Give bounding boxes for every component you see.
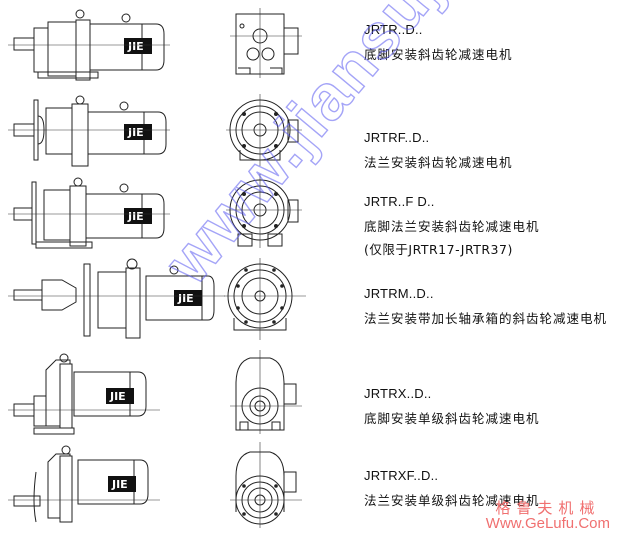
model-description: 法兰安装带加长轴承箱的斜齿轮减速电机: [364, 311, 608, 326]
label-block: JRTRX..D.. 底脚安装单级斜齿轮减速电机: [364, 386, 540, 427]
model-description: 底脚法兰安装斜齿轮减速电机: [364, 219, 540, 234]
end-view-drawing-flange-mount: [226, 94, 302, 166]
end-view-drawing-extended-bearing: [224, 258, 306, 340]
motor-brand-label: JIE: [127, 126, 144, 139]
label-block: JRTRF..D.. 法兰安装斜齿轮减速电机: [364, 130, 513, 171]
brand-url: Www.GeLufu.Com: [485, 515, 610, 532]
side-view-drawing-foot-flange-mount: JIE: [8, 177, 170, 249]
side-view-drawing-single-stage-flange: JIE: [8, 445, 160, 523]
end-view-drawing-foot-mount: [230, 8, 302, 78]
model-code: JRTRF..D..: [364, 130, 430, 145]
model-code: JRTRX..D..: [364, 386, 432, 401]
motor-brand-label: JIE: [127, 40, 144, 53]
motor-brand-label: JIE: [127, 210, 144, 223]
side-view-drawing-extended-bearing: JIE: [8, 258, 225, 339]
model-code: JRTRXF..D..: [364, 468, 439, 483]
model-code: JRTR..F D..: [364, 194, 435, 209]
motor-brand-label: JIE: [109, 390, 126, 403]
model-description: 法兰安装单级斜齿轮减速电机: [364, 493, 540, 508]
end-view-drawing-foot-flange-mount: [226, 174, 302, 248]
model-code: JRTRM..D..: [364, 286, 434, 301]
side-view-drawing-flange-mount: JIE: [8, 95, 170, 167]
brand-name: 格鲁夫机械: [495, 499, 601, 517]
label-block: JRTRM..D.. 法兰安装带加长轴承箱的斜齿轮减速电机: [364, 286, 607, 327]
label-block: JRTR..D.. 底脚安装斜齿轮减速电机: [364, 22, 513, 63]
end-view-drawing-single-stage-foot: [230, 350, 302, 434]
side-view-drawing-foot-mount: JIE: [8, 9, 170, 81]
label-block: JRTRXF..D.. 法兰安装单级斜齿轮减速电机: [364, 468, 540, 509]
end-view-drawing-single-stage-flange: [230, 442, 302, 528]
model-code: JRTR..D..: [364, 22, 423, 37]
model-note: (仅限于JRTR17-JRTR37): [364, 242, 513, 257]
model-description: 底脚安装斜齿轮减速电机: [364, 47, 513, 62]
brand-mark: 格鲁夫机械 Www.GeLufu.Com: [486, 500, 610, 532]
motor-brand-label: JIE: [111, 478, 128, 491]
model-description: 底脚安装单级斜齿轮减速电机: [364, 411, 540, 426]
motor-brand-label: JIE: [177, 292, 194, 305]
model-description: 法兰安装斜齿轮减速电机: [364, 155, 513, 170]
side-view-drawing-single-stage-foot: JIE: [8, 353, 160, 435]
label-block: JRTR..F D.. 底脚法兰安装斜齿轮减速电机 (仅限于JRTR17-JRT…: [364, 194, 540, 258]
